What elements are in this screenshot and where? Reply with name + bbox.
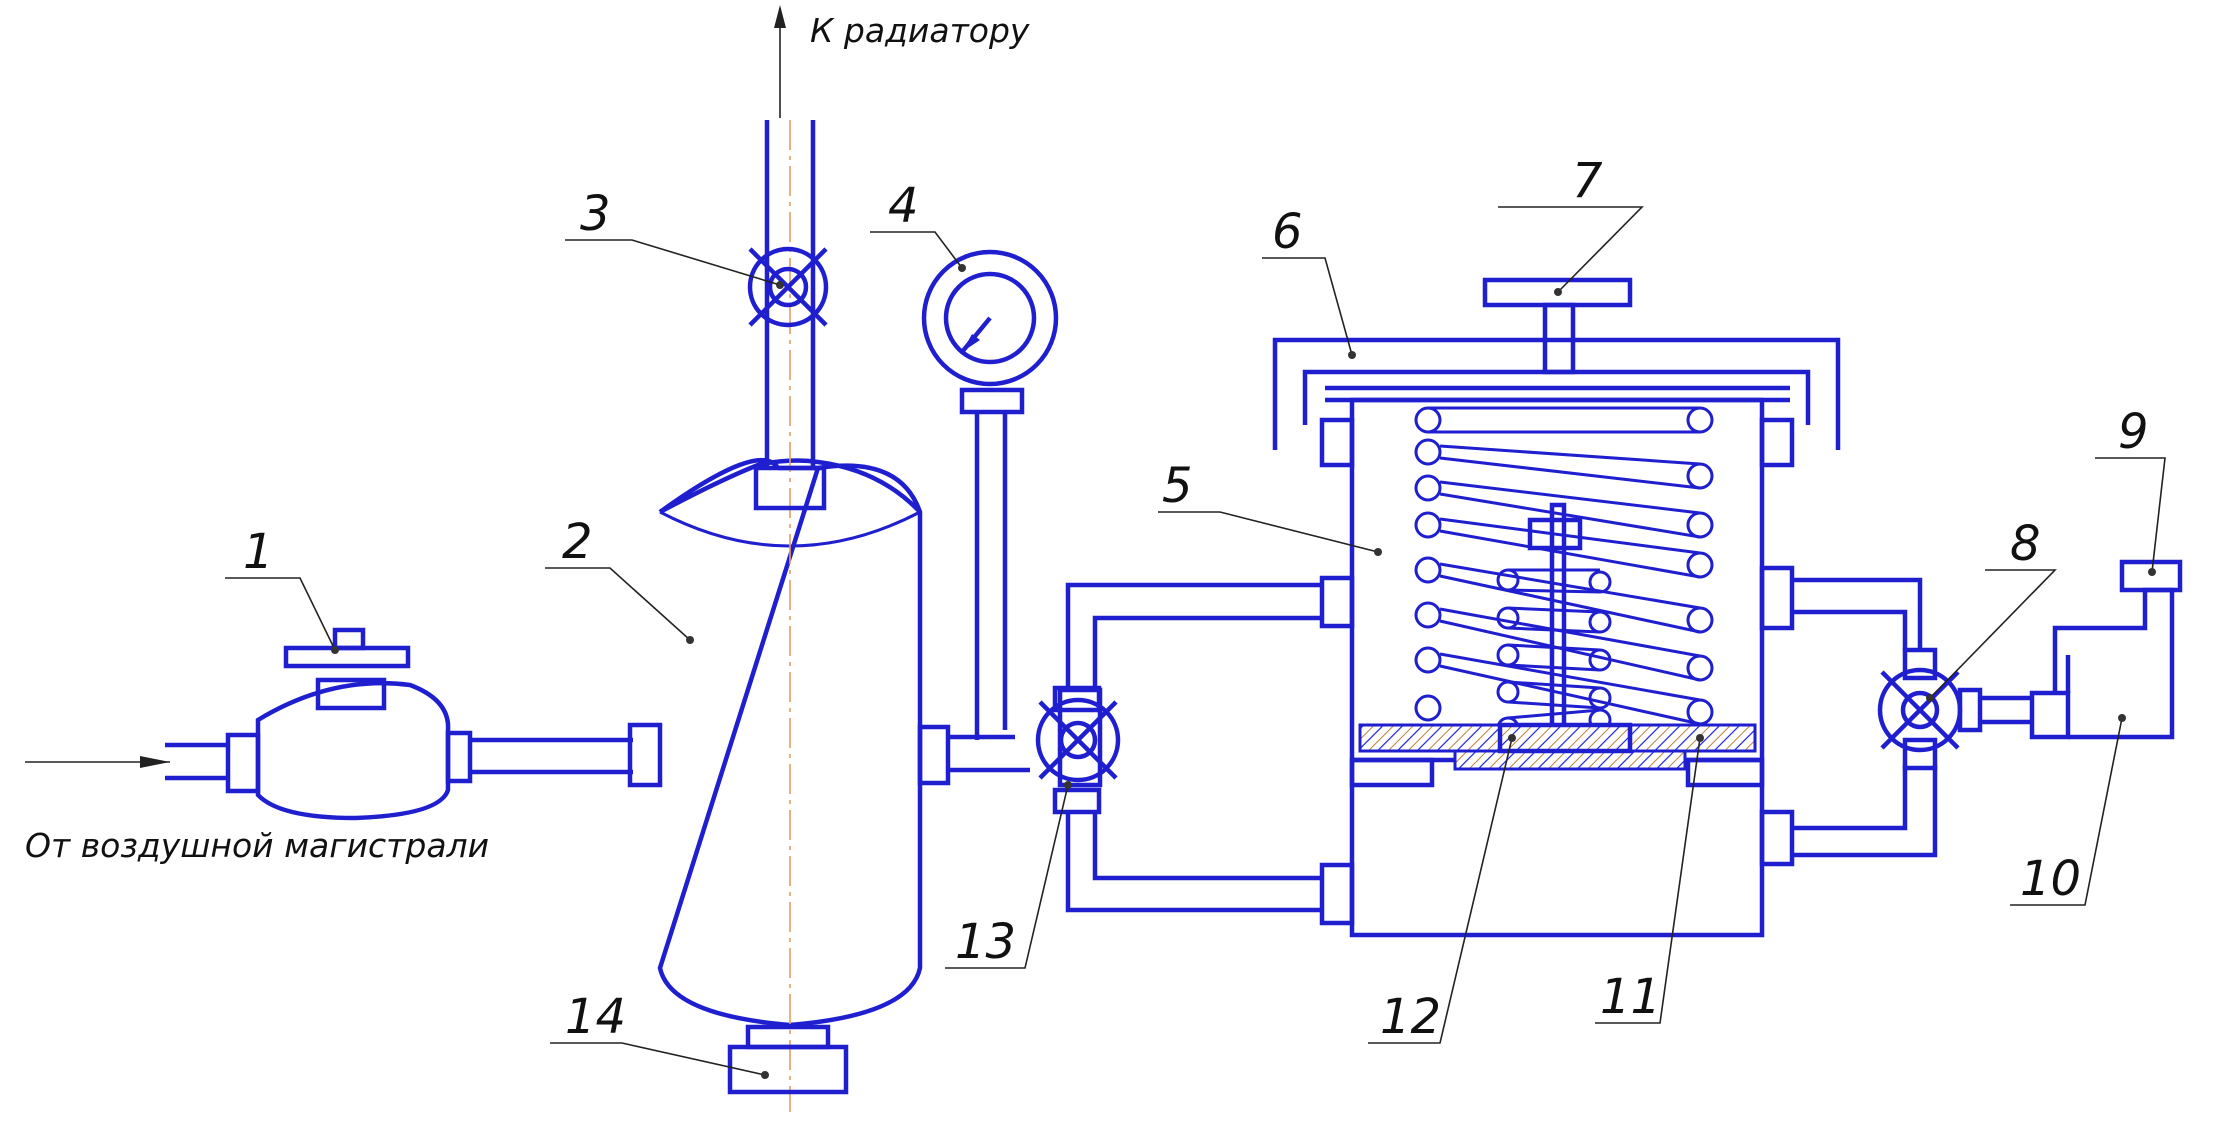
outlet-pipe-top	[753, 5, 827, 511]
plate-12	[1453, 749, 1687, 771]
position-13: 13	[955, 914, 1016, 970]
position-9: 9	[2118, 404, 2149, 460]
gasket-11	[1358, 723, 1757, 753]
handle-7	[1482, 277, 1633, 375]
position-1: 1	[243, 524, 274, 580]
position-4: 4	[888, 178, 919, 234]
position-6: 6	[1272, 204, 1303, 260]
position-12: 12	[1380, 989, 1441, 1045]
position-7: 7	[1572, 153, 1603, 209]
position-10: 10	[2020, 851, 2081, 907]
position-numbers: 1 2 3 4 5 6 7 8 9 10 11 12 13 14	[243, 153, 2149, 1045]
position-5: 5	[1162, 458, 1193, 514]
leaders	[225, 206, 2166, 1079]
pressure-gauge-4	[921, 249, 1059, 773]
position-14: 14	[565, 989, 626, 1045]
yoke-6	[1272, 337, 1841, 468]
position-8: 8	[2010, 516, 2041, 572]
outlet-nozzle-9-10	[2029, 559, 2183, 740]
from-main-caption: От воздушной магистрали	[25, 826, 489, 865]
inlet-arrow	[25, 756, 170, 768]
spring-housing-5	[1319, 397, 1795, 938]
to-radiator-caption: К радиатору	[810, 11, 1030, 50]
inlet-valve-1	[165, 627, 633, 821]
big-spring	[1414, 406, 1714, 726]
position-11: 11	[1600, 969, 1661, 1025]
position-2: 2	[562, 514, 593, 570]
valve-3	[747, 246, 829, 328]
position-3: 3	[580, 186, 611, 242]
outlet-valve-8	[1792, 577, 2032, 858]
distributor-valve-13	[1035, 582, 1320, 913]
drain-plug-14	[727, 1024, 849, 1095]
